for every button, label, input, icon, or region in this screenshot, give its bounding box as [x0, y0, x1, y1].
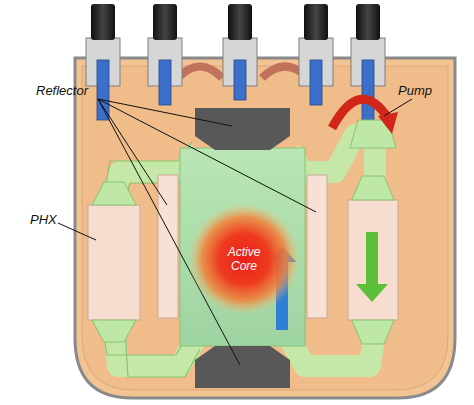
- part-label: PHX: [30, 212, 57, 227]
- core-glow: Active Core: [188, 203, 300, 315]
- part-label: Reflector: [36, 83, 88, 98]
- node-text-wrap: Active Core: [188, 203, 300, 315]
- core-label: Active Core: [213, 245, 275, 273]
- part-label: Pump: [398, 83, 432, 98]
